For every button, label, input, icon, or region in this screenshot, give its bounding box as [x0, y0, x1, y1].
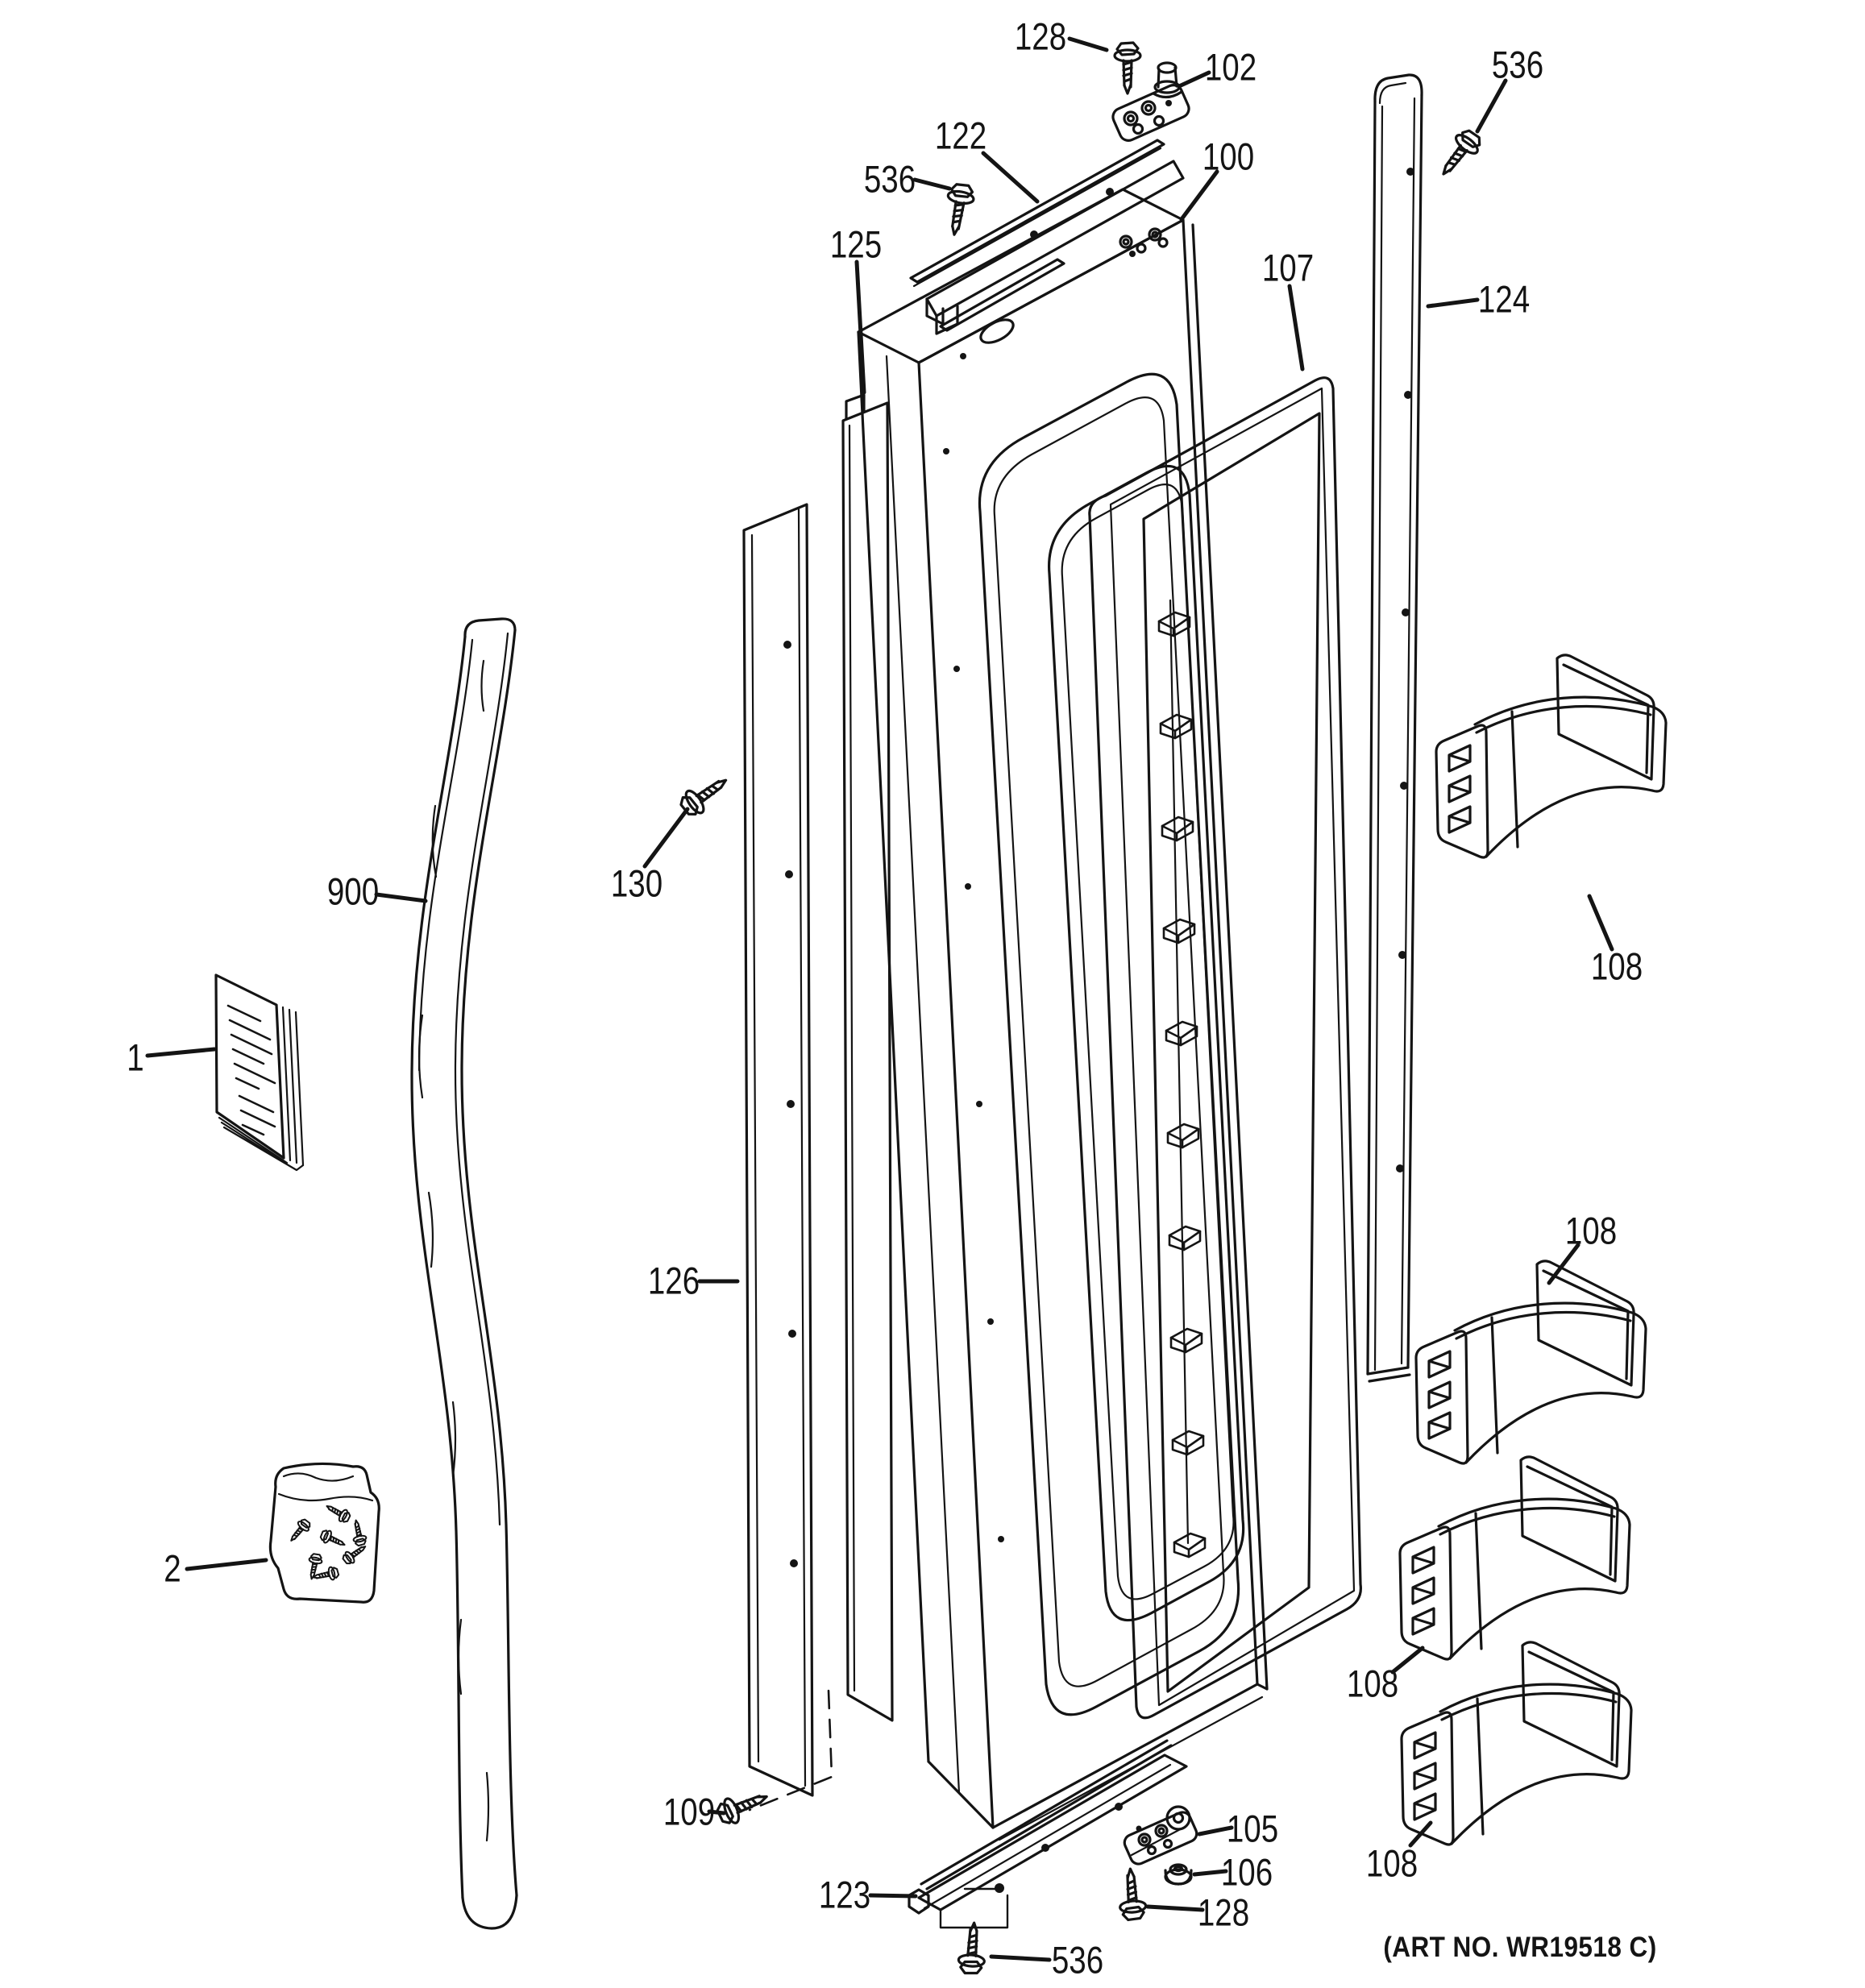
screw-536-top-right: [1431, 124, 1486, 184]
callout-1: 1: [127, 1036, 144, 1079]
screw-128-bottom: [1115, 1866, 1148, 1922]
leader-130: [642, 807, 690, 869]
callout-107: 107: [1261, 246, 1315, 289]
art-no-label: (ART NO. WR19518 C): [1383, 1932, 1657, 1963]
leader-124: [1426, 297, 1480, 309]
hardware-bag-2: [268, 1462, 380, 1604]
leader-100: [1179, 169, 1219, 222]
top-hinge-bracket-102: [1111, 61, 1190, 142]
door-gasket-107: [1088, 376, 1362, 1720]
leader-123: [868, 1893, 918, 1899]
leader-2: [185, 1558, 268, 1571]
callout-100: 100: [1202, 135, 1255, 178]
door-bin-108-1: [1435, 654, 1668, 859]
leader-900: [374, 892, 428, 903]
callout-126: 126: [647, 1259, 700, 1302]
screw-536-bottom: [956, 1920, 989, 1976]
callout-108-bin1: 108: [1590, 944, 1643, 988]
door-bin-108-2: [1414, 1260, 1647, 1465]
bottom-hinge-bracket-105: [1123, 1805, 1198, 1866]
bottom-rail-123: [908, 1739, 1188, 1929]
leader-536-top-center: [912, 177, 952, 191]
side-trim-right-124: [1366, 73, 1423, 1383]
door-bin-108-3: [1398, 1455, 1631, 1661]
callout-105: 105: [1226, 1807, 1279, 1850]
callout-536-bottom: 536: [1051, 1938, 1104, 1982]
leader-102: [1177, 70, 1211, 89]
decor-door-panel-900: [410, 617, 518, 1930]
door-bin-108-4: [1400, 1641, 1633, 1846]
top-trim-122: [909, 139, 1185, 335]
callout-122: 122: [934, 114, 987, 157]
callout-108-bin2: 108: [1564, 1209, 1618, 1252]
callout-108-bin3: 108: [1346, 1662, 1399, 1705]
screw-536-top-center: [940, 181, 978, 239]
leader-1: [145, 1047, 217, 1058]
leader-105: [1197, 1825, 1234, 1837]
callout-536-top-right: 536: [1491, 43, 1544, 86]
side-trim-left-125: [841, 393, 894, 1722]
screw-128-top: [1113, 41, 1142, 95]
alignment-dashed-line: [748, 1689, 833, 1812]
callout-109: 109: [663, 1790, 716, 1833]
leader-lines: [145, 36, 1614, 1962]
callout-900: 900: [326, 869, 380, 913]
door-assembly-100: [857, 188, 1269, 1841]
leader-125: [854, 259, 866, 395]
screw-109: [713, 1783, 773, 1829]
leader-108-bin4: [1408, 1820, 1433, 1848]
callout-125: 125: [829, 222, 883, 266]
callout-123: 123: [818, 1873, 871, 1916]
callout-128-top: 128: [1014, 15, 1067, 58]
callout-124: 124: [1477, 277, 1531, 321]
callout-108-bin4: 108: [1365, 1841, 1418, 1885]
leader-106: [1192, 1869, 1228, 1877]
hinge-grommet-106: [1164, 1863, 1193, 1886]
leader-108-bin3: [1390, 1646, 1425, 1675]
leader-128-top: [1067, 36, 1109, 52]
leader-107: [1287, 284, 1305, 371]
callout-2: 2: [164, 1546, 181, 1590]
callout-106: 106: [1220, 1850, 1273, 1894]
callout-128-bottom: 128: [1197, 1890, 1250, 1934]
leader-128-bottom: [1145, 1904, 1205, 1912]
leader-108-bin1: [1587, 894, 1614, 952]
callout-536-top-center: 536: [863, 157, 916, 201]
leader-108-bin2: [1547, 1243, 1580, 1285]
side-trim-left-126: [742, 503, 814, 1797]
instruction-sheet-1: [214, 973, 305, 1172]
leader-122: [981, 151, 1040, 204]
leader-536-top-right: [1475, 78, 1508, 134]
callout-102: 102: [1204, 45, 1257, 89]
leader-536-bottom: [989, 1954, 1052, 1962]
leader-109: [707, 1809, 726, 1816]
callout-130: 130: [610, 861, 663, 905]
